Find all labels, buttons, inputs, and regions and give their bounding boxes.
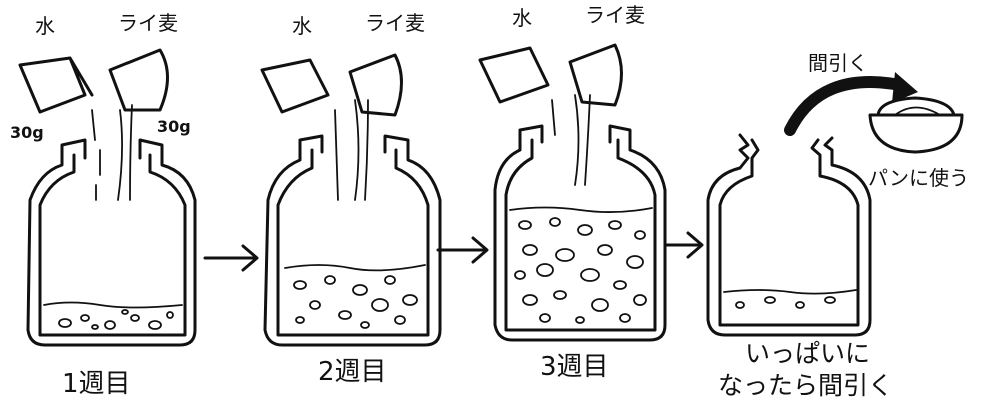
jar-week-3: 水 ライ麦 3週目	[478, 3, 667, 382]
starter-bubbles	[735, 296, 836, 309]
rye-amount: 30g	[157, 117, 191, 136]
starter-bubbles	[58, 309, 174, 330]
rye-label: ライ麦	[585, 3, 645, 27]
step-label-full-line-2: なったら間引く	[718, 371, 893, 400]
water-label: 水	[292, 14, 312, 38]
jar-week-1: 水 ライ麦 30g 30g 1週目	[10, 11, 197, 399]
step-label-week-3: 3週目	[540, 352, 609, 382]
jar-full-remove: 間引く パンに使う いっぱいに なったら間引く	[706, 51, 969, 400]
rye-label: ライ麦	[365, 11, 425, 35]
arrow-icon	[436, 236, 489, 264]
step-label-week-2: 2週目	[318, 357, 387, 387]
water-amount: 30g	[10, 123, 44, 142]
jar-week-2: 水 ライ麦 2週目	[260, 11, 442, 387]
step-label-week-1: 1週目	[62, 369, 131, 399]
starter-bubbles	[293, 275, 418, 329]
rye-label: ライ麦	[118, 11, 178, 35]
use-for-bread-label: パンに使う	[868, 166, 969, 190]
arrow-icon	[663, 231, 704, 259]
curved-arrow-icon	[784, 76, 906, 136]
step-label-full-line-1: いっぱいに	[745, 339, 870, 368]
arrow-icon	[203, 244, 259, 272]
water-label: 水	[35, 14, 55, 38]
remove-label: 間引く	[808, 51, 868, 75]
water-label: 水	[512, 6, 532, 30]
starter-bubbles	[514, 217, 647, 324]
bowl-icon	[868, 96, 964, 154]
